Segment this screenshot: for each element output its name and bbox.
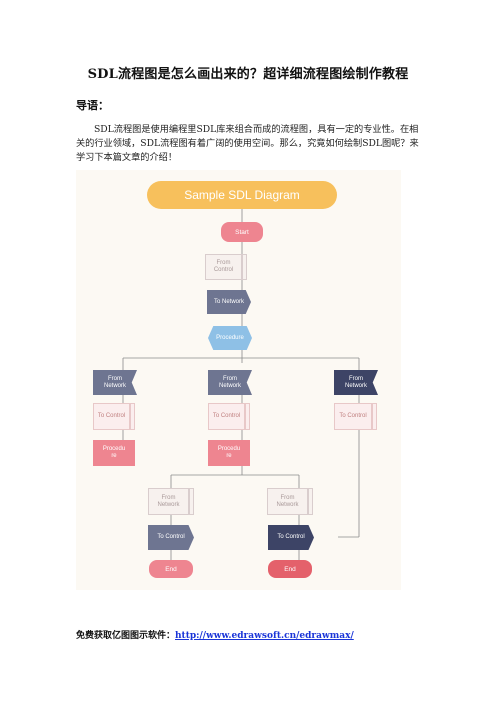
to-control-low-left-node: To Control <box>148 525 194 550</box>
edraw-download-link[interactable]: http://www.edrawsoft.cn/edrawmax/ <box>175 631 354 641</box>
from-network-low-right-node: From Network <box>267 488 308 515</box>
sdl-diagram-figure: Sample SDL Diagram Start From Control To… <box>76 170 401 590</box>
end-right-node: End <box>268 560 312 578</box>
procedure-mid-node: Procedu re <box>208 440 250 466</box>
intro-paragraph: SDL流程图是使用编程里SDL库来组合而成的流程图，具有一定的专业性。在相关的行… <box>76 124 419 163</box>
to-network-node: To Network <box>207 290 251 314</box>
intro-label: 导语： <box>76 99 109 112</box>
diagram-header: Sample SDL Diagram <box>147 181 337 209</box>
from-network-low-right-side <box>308 488 313 515</box>
from-control-node: From Control <box>205 254 242 280</box>
from-control-side <box>242 254 247 280</box>
connector-lines <box>122 209 360 560</box>
to-control-right-node: To Control <box>334 403 372 430</box>
to-control-mid-node: To Control <box>208 403 245 430</box>
to-control-low-right-node: To Control <box>268 525 314 550</box>
to-control-left-side <box>130 403 135 430</box>
to-control-mid-side <box>245 403 250 430</box>
footer-label: 免费获取亿图图示软件： <box>76 631 176 641</box>
from-network-right-node: From Network <box>334 370 378 395</box>
start-node: Start <box>221 222 263 242</box>
to-control-right-side <box>372 403 377 430</box>
to-control-left-node: To Control <box>93 403 130 430</box>
from-network-mid-node: From Network <box>208 370 252 395</box>
procedure-node: Procedure <box>208 326 252 350</box>
from-network-low-left-side <box>189 488 194 515</box>
footer-line: 免费获取亿图图示软件：http://www.edrawsoft.cn/edraw… <box>76 628 354 641</box>
procedure-left-node: Procedu re <box>93 440 135 466</box>
document-title: SDL流程图是怎么画出来的？超详细流程图绘制作教程 <box>87 67 409 82</box>
from-network-low-left-node: From Network <box>148 488 189 515</box>
from-network-left-node: From Network <box>93 370 137 395</box>
end-left-node: End <box>149 560 193 578</box>
